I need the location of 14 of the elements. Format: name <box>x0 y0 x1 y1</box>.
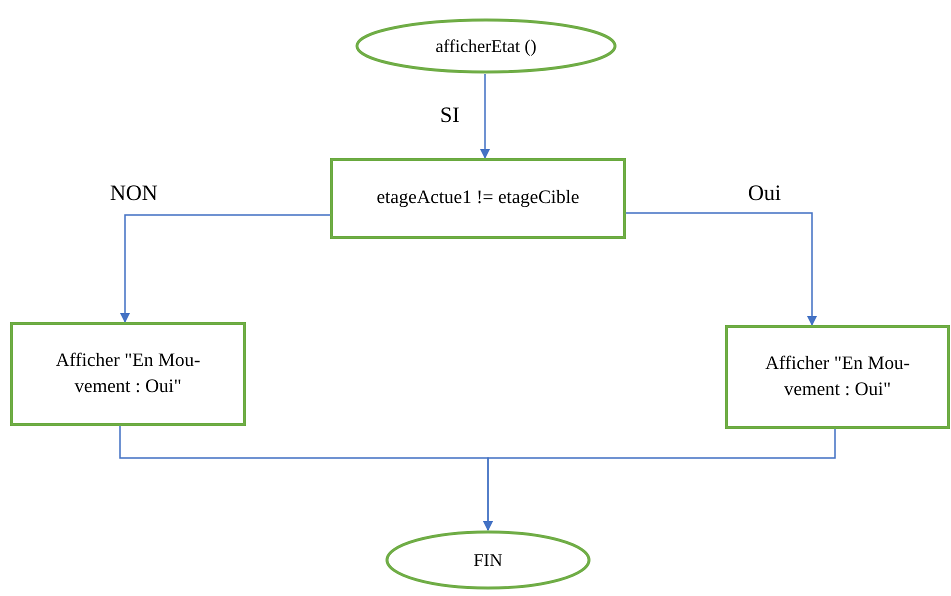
connector-arrow <box>480 74 490 159</box>
connector-arrow <box>483 429 836 531</box>
process-box <box>10 322 246 426</box>
terminal-ellipse <box>355 18 617 74</box>
connector-arrow <box>626 212 817 326</box>
node-text: afficherEtat () <box>435 34 537 58</box>
node-text: etageActue1 != etageCible <box>376 186 580 210</box>
terminal-ellipse <box>385 530 591 590</box>
node-text: Afficher "En Mou- vement : Oui" <box>764 352 911 402</box>
process-box <box>330 158 626 239</box>
node-text: Afficher "En Mou- vement : Oui" <box>54 348 202 399</box>
connector-arrow <box>120 214 330 323</box>
node-text: FIN <box>473 548 502 572</box>
process-box <box>725 325 950 429</box>
